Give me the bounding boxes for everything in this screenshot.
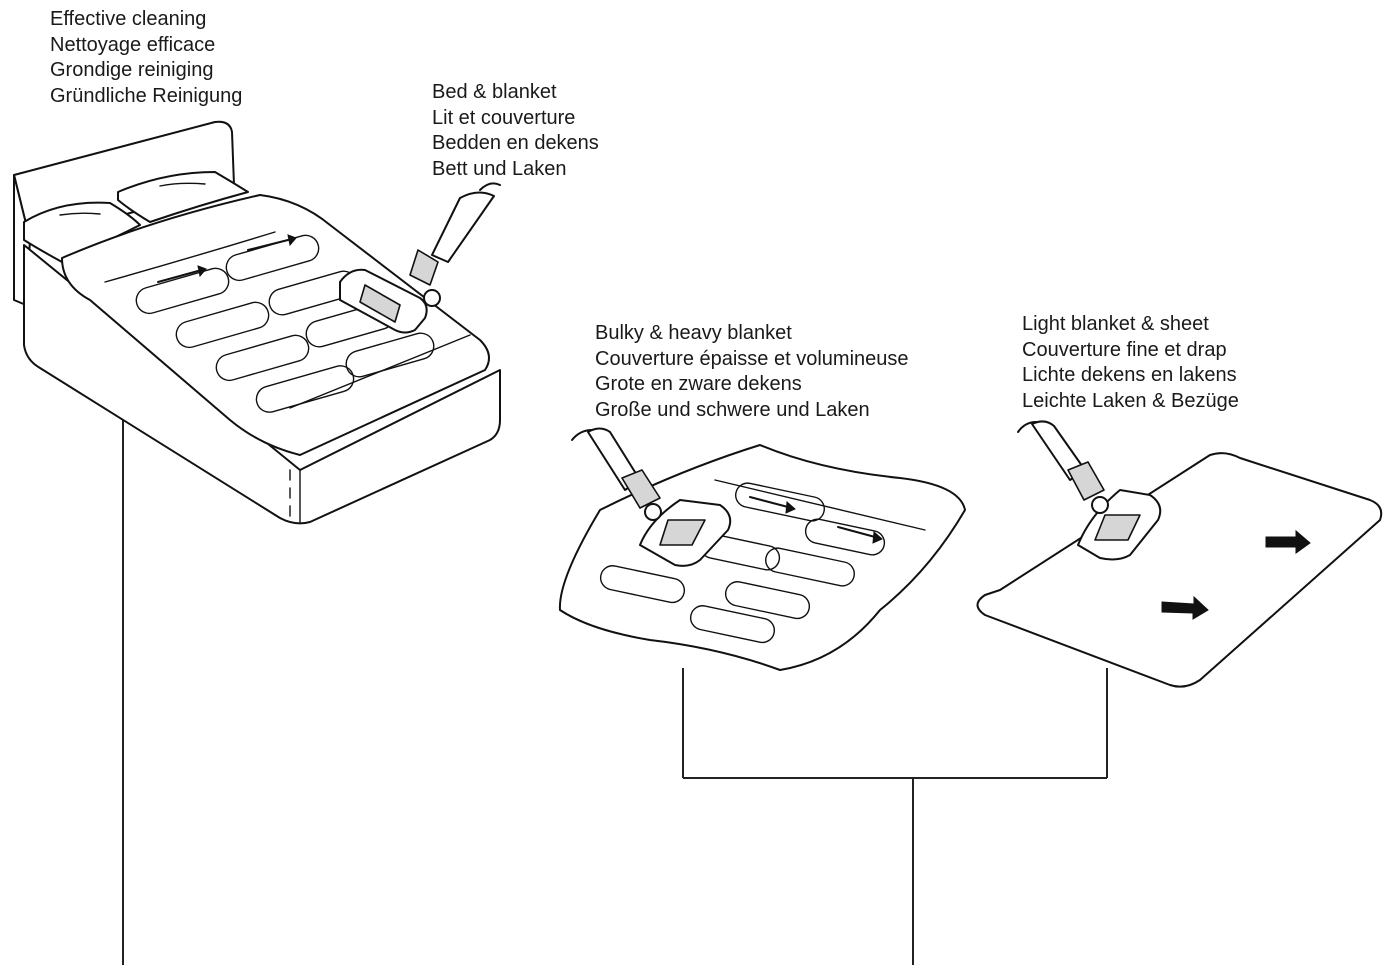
label-light-blanket-sheet: Light blanket & sheet Couverture fine et… [1022, 312, 1239, 414]
heavy-blanket-vacuum-nozzle [571, 427, 732, 567]
bed-blanket-top [61, 194, 490, 456]
label-line: Effective cleaning [50, 8, 207, 30]
bed-direction-arrows [157, 234, 297, 283]
label-line: Grote en zware dekens [595, 373, 802, 395]
light-blanket-arrows [1161, 529, 1311, 620]
connector-lines [122, 400, 1108, 965]
label-line: Lichte dekens en lakens [1022, 364, 1237, 386]
bed-pillow-right [117, 171, 249, 223]
label-effective-cleaning: Effective cleaning Nettoyage efficace Gr… [50, 7, 242, 109]
bed-pillow-left [23, 201, 141, 263]
bed-illustration [13, 120, 501, 525]
label-line: Nettoyage efficace [50, 33, 216, 56]
bed-base [23, 244, 501, 525]
light-blanket-vacuum-nozzle [1017, 420, 1162, 561]
heavy-blanket-illustration [558, 427, 966, 671]
bed-vacuum-nozzle [339, 182, 501, 334]
label-line: Gründliche Reinigung [50, 84, 243, 107]
label-bed-blanket: Bed & blanket Lit et couverture Bedden e… [432, 80, 599, 182]
label-line: Couverture épaisse et volumineuse [595, 347, 909, 370]
label-line: Bedden en dekens [432, 132, 599, 154]
label-line: Grondige reiniging [50, 59, 214, 81]
label-line: Bett und Laken [432, 157, 567, 180]
heavy-blanket-sheet [558, 444, 966, 671]
label-bulky-heavy-blanket: Bulky & heavy blanket Couverture épaisse… [595, 321, 909, 423]
label-line: Bulky & heavy blanket [595, 322, 792, 344]
light-blanket-sheet [976, 452, 1383, 688]
label-line: Bed & blanket [432, 81, 557, 103]
bed-blanket-fold [104, 231, 276, 283]
label-line: Leichte Laken & Bezüge [1022, 389, 1239, 412]
label-line: Couverture fine et drap [1022, 338, 1227, 361]
label-line: Große und schwere und Laken [595, 398, 870, 421]
light-blanket-illustration [976, 420, 1383, 688]
label-line: Lit et couverture [432, 106, 576, 129]
bed-pillow-right-seam [159, 182, 206, 187]
bed-pillow-left-seam [59, 212, 101, 216]
heavy-blanket-arrows [749, 496, 883, 544]
label-line: Light blanket & sheet [1022, 313, 1209, 335]
